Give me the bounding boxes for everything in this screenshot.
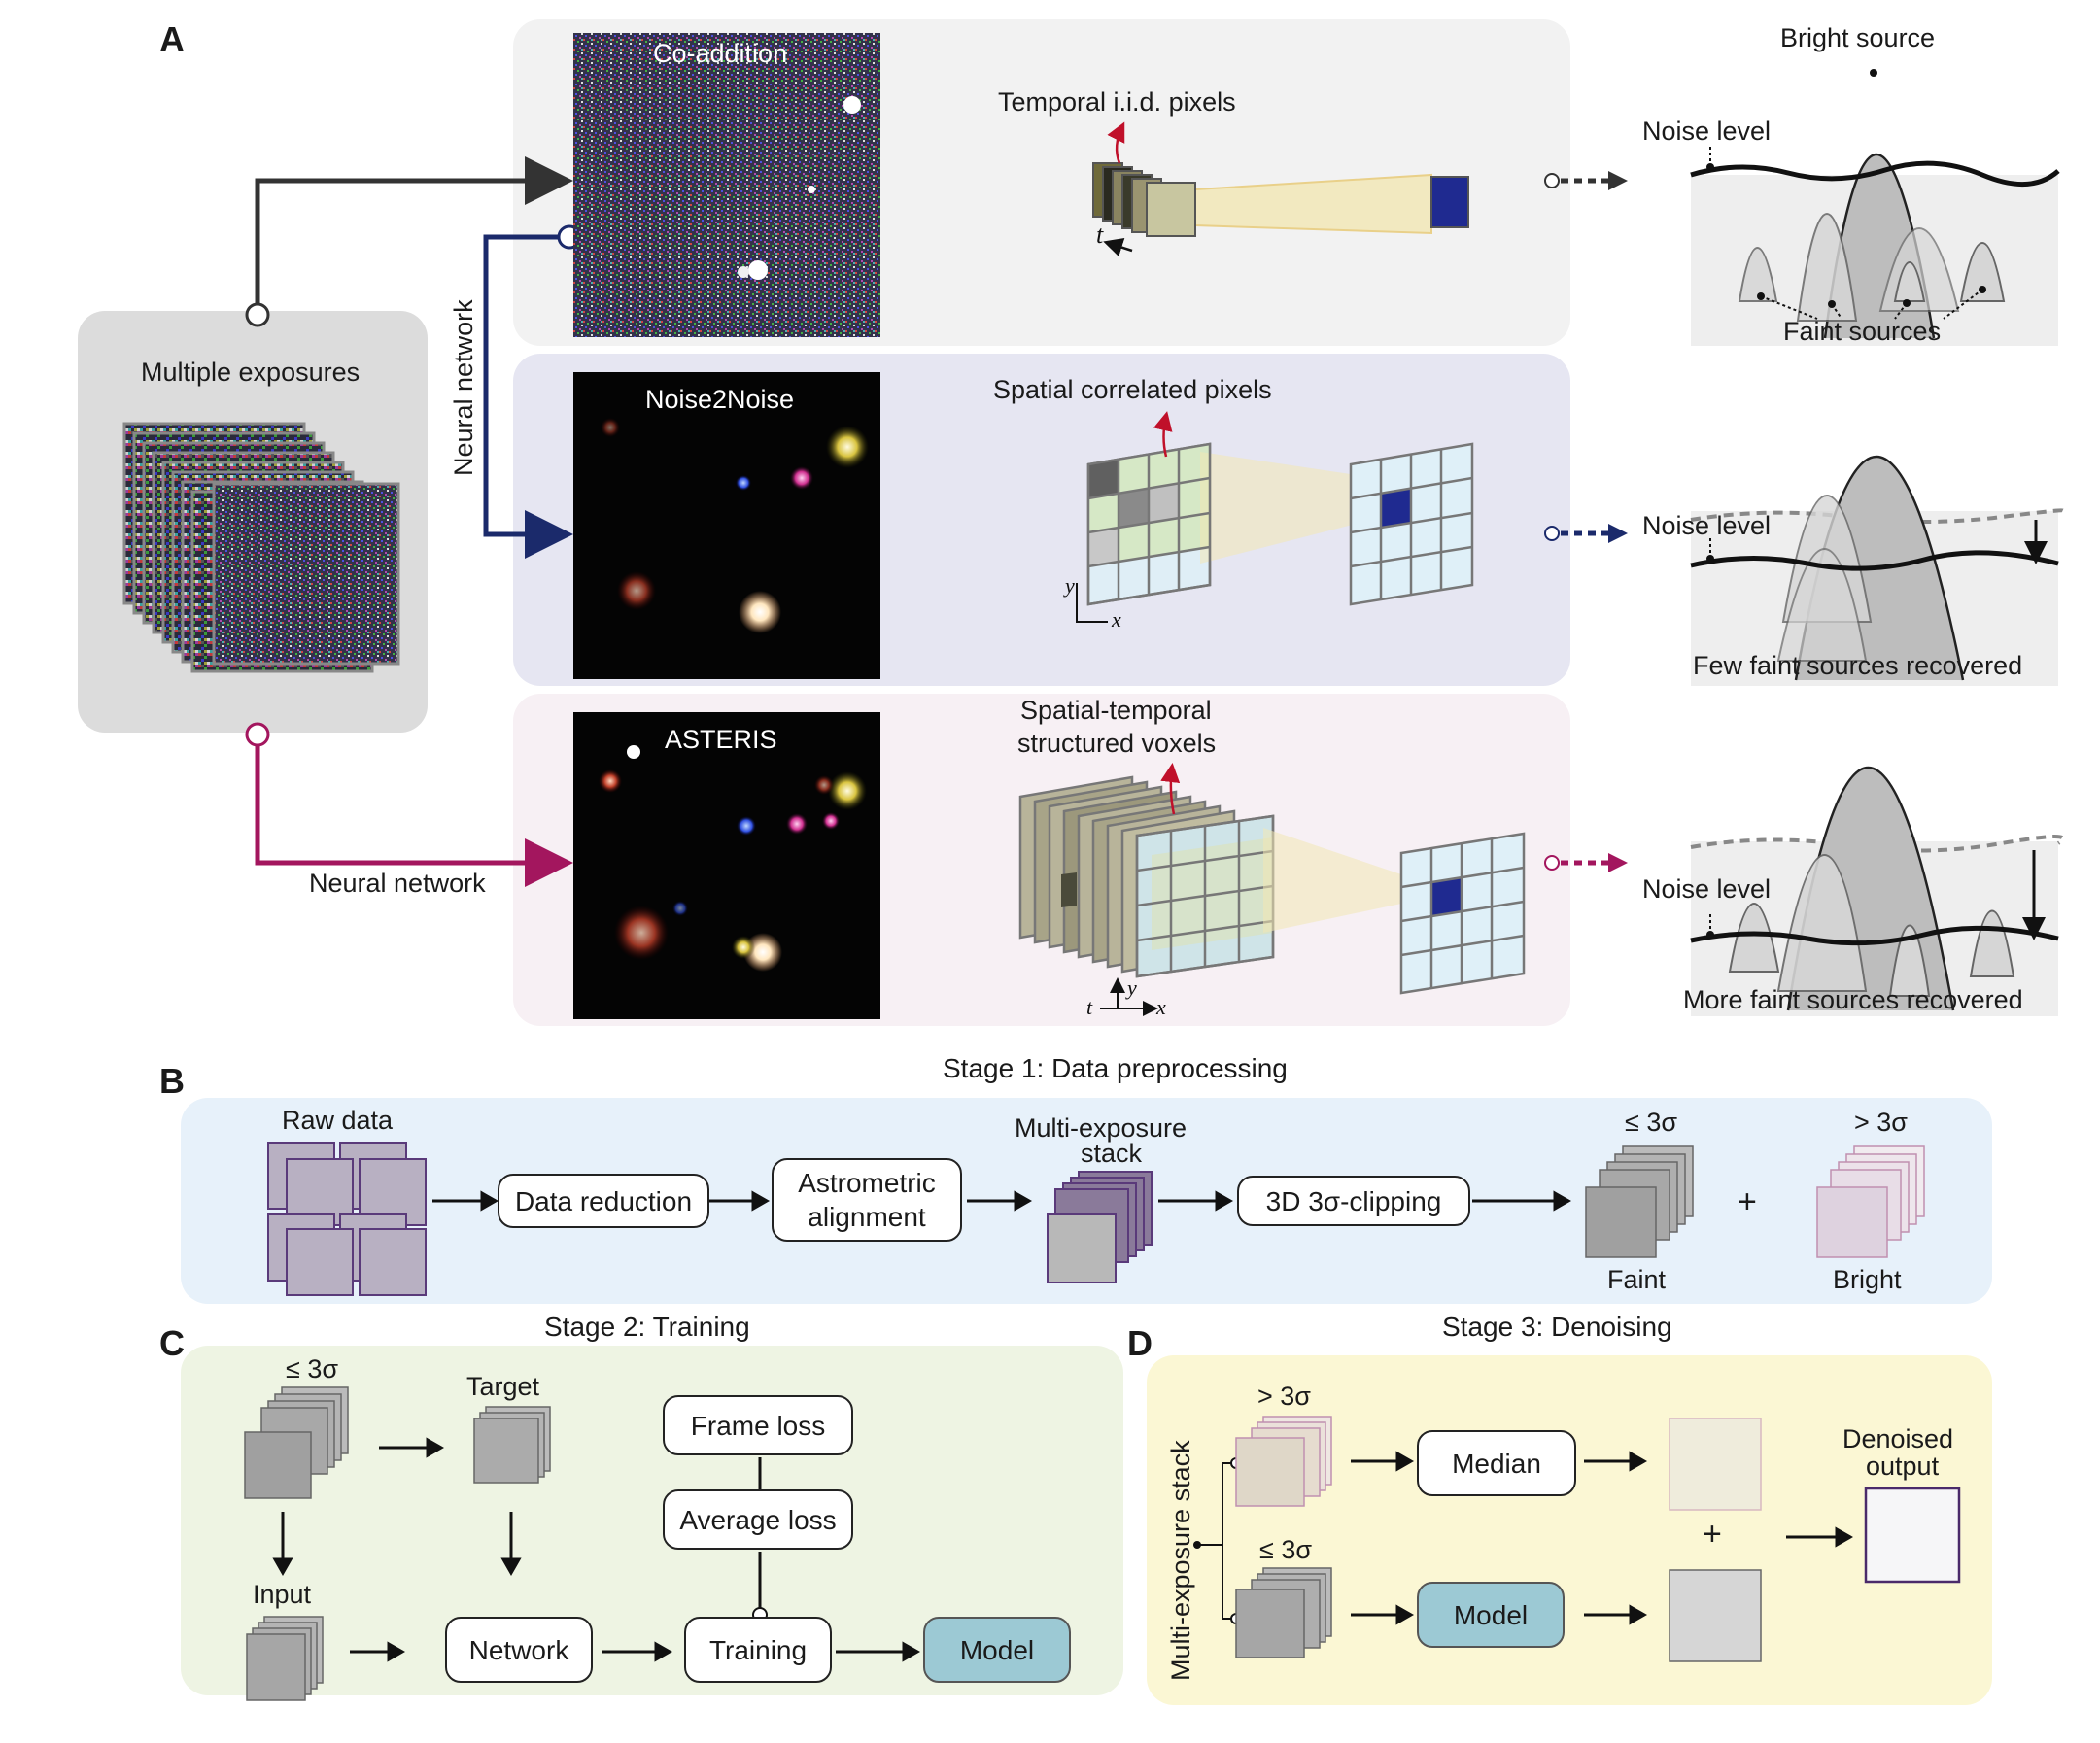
raw-data-label: Raw data bbox=[282, 1106, 394, 1135]
more-recovered-label: More faint sources recovered bbox=[1683, 985, 2023, 1014]
noise-level-label-2: Noise level bbox=[1642, 511, 1772, 540]
clipping-box: 3D 3σ-clipping bbox=[1237, 1176, 1470, 1226]
frame-loss-box: Frame loss bbox=[663, 1395, 853, 1455]
t-axis-3: t bbox=[1086, 995, 1093, 1019]
stage1-title: Stage 1: Data preprocessing bbox=[943, 1053, 1288, 1083]
stack-label-1: Multi-exposure bbox=[1015, 1113, 1188, 1143]
faint-sources-label: Faint sources bbox=[1783, 317, 1942, 346]
stage1-plus: + bbox=[1738, 1183, 1757, 1220]
panel-c-letter: C bbox=[159, 1323, 185, 1363]
astrometric-line-1: Astrometric bbox=[798, 1168, 936, 1198]
training-le3-label: ≤ 3σ bbox=[286, 1354, 338, 1384]
bright-label: Bright bbox=[1833, 1265, 1902, 1294]
denoised-output-label-2: output bbox=[1866, 1452, 1940, 1481]
faint-le3-label: ≤ 3σ bbox=[1625, 1108, 1677, 1137]
astrometric-alignment-box: Astrometric alignment bbox=[772, 1158, 962, 1242]
average-loss-box: Average loss bbox=[663, 1489, 853, 1550]
panel-b-letter: B bbox=[159, 1061, 185, 1101]
model-box-training: Model bbox=[923, 1617, 1071, 1683]
input-label: Input bbox=[253, 1580, 312, 1609]
denoised-output-label-1: Denoised bbox=[1842, 1424, 1954, 1453]
noise2noise-title: Noise2Noise bbox=[645, 385, 795, 414]
neural-network-bottom-label: Neural network bbox=[309, 869, 486, 898]
panel-a-letter: A bbox=[159, 19, 185, 59]
stack-label-2: stack bbox=[1081, 1139, 1143, 1168]
stage2-title: Stage 2: Training bbox=[544, 1312, 750, 1342]
bright-gt3-label: > 3σ bbox=[1854, 1108, 1908, 1137]
y-axis-2: y bbox=[1063, 573, 1075, 598]
noise-level-label-1: Noise level bbox=[1642, 117, 1772, 146]
model-box-denoising: Model bbox=[1417, 1582, 1565, 1648]
network-box: Network bbox=[445, 1617, 593, 1683]
spatiotemporal-label-1: Spatial-temporal bbox=[1020, 696, 1212, 725]
x-axis-3: x bbox=[1155, 995, 1166, 1019]
bright-source-label: Bright source bbox=[1780, 23, 1936, 52]
exposures-label: Multiple exposures bbox=[141, 358, 361, 387]
asteris-title: ASTERIS bbox=[665, 725, 777, 754]
x-axis-2: x bbox=[1111, 607, 1121, 632]
temporal-iid-label: Temporal i.i.d. pixels bbox=[998, 87, 1236, 117]
spatiotemporal-label-2: structured voxels bbox=[1017, 729, 1217, 758]
stage3-plus: + bbox=[1703, 1516, 1722, 1553]
target-label: Target bbox=[466, 1372, 540, 1401]
denoise-gt3-label: > 3σ bbox=[1257, 1382, 1311, 1411]
data-reduction-box: Data reduction bbox=[498, 1174, 709, 1228]
panel-d-letter: D bbox=[1127, 1323, 1153, 1363]
training-box: Training bbox=[684, 1617, 832, 1683]
coaddition-title: Co-addition bbox=[653, 39, 788, 68]
few-recovered-label: Few faint sources recovered bbox=[1693, 651, 2023, 680]
stage3-title: Stage 3: Denoising bbox=[1442, 1312, 1672, 1342]
noise-level-label-3: Noise level bbox=[1642, 874, 1772, 904]
astrometric-line-2: alignment bbox=[808, 1202, 926, 1232]
y-axis-3: y bbox=[1125, 975, 1137, 1000]
denoise-le3-label: ≤ 3σ bbox=[1259, 1535, 1312, 1564]
faint-label: Faint bbox=[1607, 1265, 1667, 1294]
median-box: Median bbox=[1417, 1430, 1576, 1496]
spatial-correlated-label: Spatial correlated pixels bbox=[993, 375, 1272, 404]
t-axis-1: t bbox=[1096, 221, 1104, 249]
